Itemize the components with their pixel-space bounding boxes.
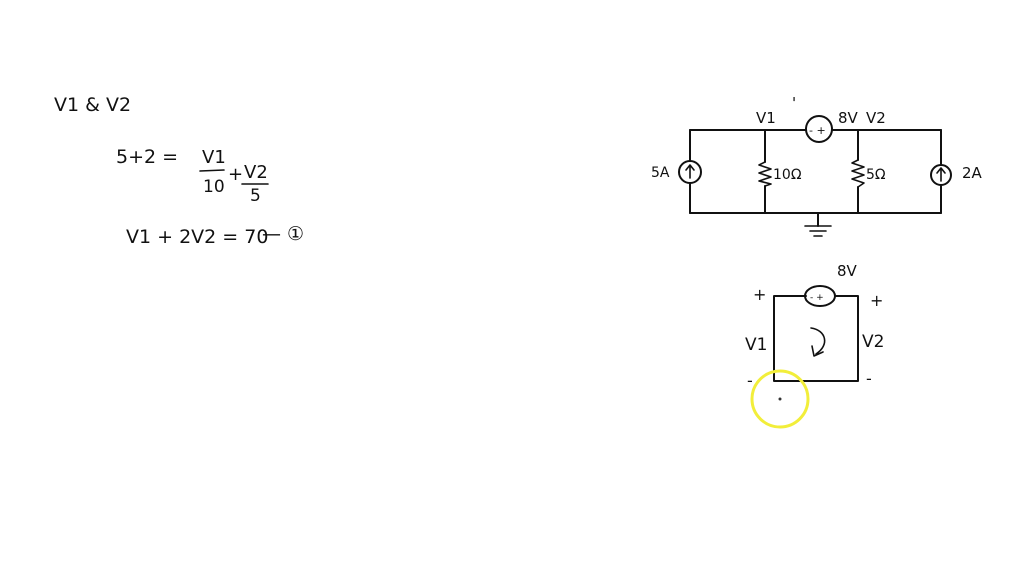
circuit-diagram: - + V1 ' 8V V2 5A 10Ω 5Ω 2A [651,94,983,237]
voltage-source-polarity: - + [809,124,826,137]
node-v2-label: V2 [866,109,886,127]
fraction1-denominator: 10 [203,177,225,197]
fraction2-numerator: V2 [244,162,268,183]
loop-source-polarity: - + [810,293,824,303]
cursor-highlight [750,369,810,429]
fraction2-denominator: 5 [250,186,261,206]
fraction-plus: + [228,164,243,185]
equation-1-ref: — ① [262,223,304,245]
cursor-dot [778,397,782,401]
resistor-10-label: 10Ω [773,167,802,183]
loop-left-wire [773,295,859,382]
current-source-2a [930,164,952,186]
cursor-ring [750,369,810,429]
kvl-loop-diagram: - + 8V + + V1 V2 - - [745,262,884,390]
notes-group: V1 & V2 5+2 = V1 10 + V2 5 V1 + 2V2 = 70… [54,94,304,248]
current-source-5a [678,160,702,184]
voltage-source-8v [805,115,833,143]
current-2a-label: 2A [962,164,983,182]
node-v1-label: V1 [756,109,776,127]
kcl-lhs: 5+2 = [116,146,178,168]
current-5a-label: 5A [651,165,670,181]
resistor-5-ohm [851,159,865,188]
resistor-10-ohm [758,161,772,187]
equation-1: V1 + 2V2 = 70 [126,226,268,248]
loop-source-label: 8V [837,262,858,280]
loop-minus-right: - [866,369,872,388]
fraction1-numerator: V1 [202,147,226,168]
loop-v2-label: V2 [862,332,884,352]
fraction1-bar [199,169,225,172]
loop-direction-arrow [810,327,826,357]
loop-minus-left: - [747,371,753,390]
node-tick: ' [792,94,796,112]
loop-voltage-source [804,285,836,307]
loop-plus-left: + [753,285,766,304]
notes-heading: V1 & V2 [54,94,131,116]
loop-plus-right: + [870,291,883,310]
current-arrow-up-right [936,167,946,182]
ground-icon [804,225,832,237]
loop-v1-label: V1 [745,335,767,355]
current-arrow-up-left [685,164,695,179]
source-8v-label: 8V [838,109,859,127]
resistor-5-label: 5Ω [866,167,886,183]
